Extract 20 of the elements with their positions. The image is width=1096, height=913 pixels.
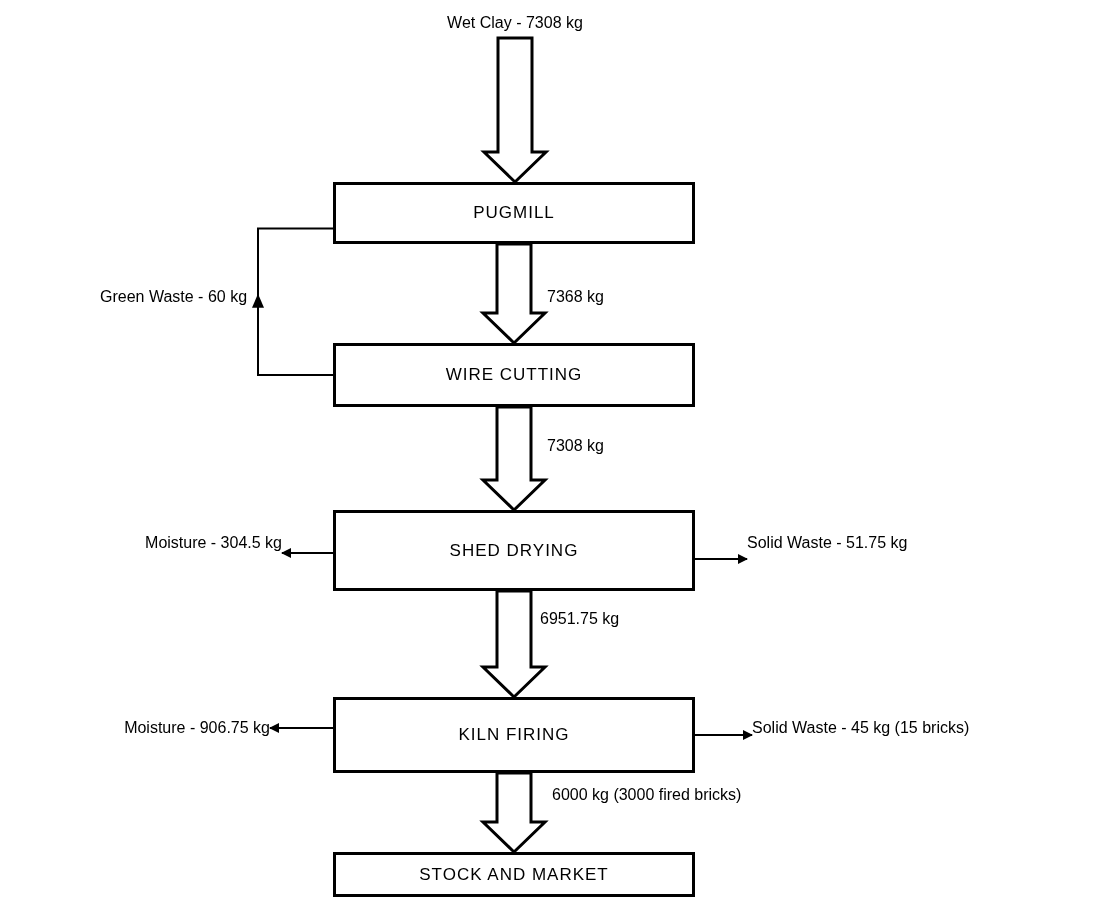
edge-label: Green Waste - 60 kg (98, 288, 250, 306)
edge-label: 7368 kg (545, 288, 606, 306)
process-box (333, 343, 695, 407)
process-label: WIRE CUTTING (445, 365, 583, 385)
process-box (333, 852, 695, 897)
flow-text: Moisture - 906.75 kg (124, 719, 270, 737)
process-label: KILN FIRING (458, 725, 570, 745)
flow-text: Moisture - 304.5 kg (145, 534, 282, 552)
edge-label: 6951.75 kg (538, 610, 622, 628)
process-label: STOCK AND MARKET (419, 864, 609, 885)
edge-label: 6000 kg (3000 fired bricks) (550, 786, 744, 804)
flow-text: Solid Waste - 45 kg (15 bricks) (752, 719, 970, 737)
process-label: SHED DRYING (449, 540, 579, 561)
flow-text: Solid Waste - 51.75 kg (747, 534, 908, 552)
process-box (333, 697, 695, 773)
flow-text: Wet Clay - 7308 kg (447, 14, 583, 32)
process-label: PUGMILL (473, 203, 555, 223)
process-box (333, 510, 695, 591)
process-box (333, 182, 695, 244)
edge-label: 7308 kg (545, 437, 606, 455)
